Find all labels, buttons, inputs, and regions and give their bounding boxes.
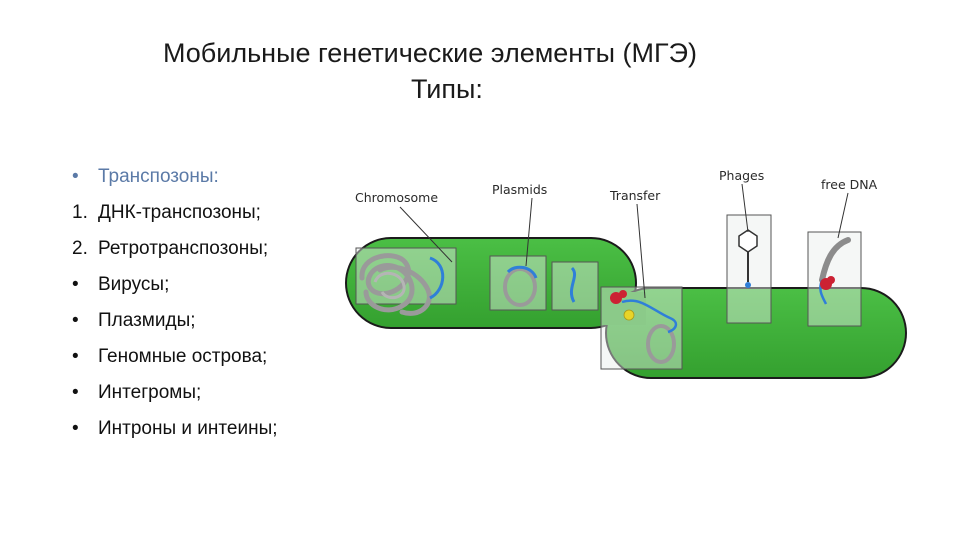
phage: [738, 229, 758, 288]
leader-lines: [399, 183, 849, 299]
list-item: • Интегромы;: [72, 382, 201, 404]
list-item-text: Интроны и интеины;: [98, 418, 278, 439]
phages-label: Phages: [719, 168, 764, 183]
phages-leader: [741, 183, 749, 233]
plasmid-panel-2: [551, 261, 599, 311]
free-dna-leader: [837, 192, 849, 239]
uptake-protein-2: [827, 276, 835, 284]
donor-cell: [345, 237, 637, 329]
list-marker: •: [72, 382, 79, 403]
list-marker: •: [72, 418, 79, 439]
slide-title: Мобильные генетические элементы (МГЭ): [163, 38, 697, 68]
chromosome-leader: [399, 206, 453, 263]
chromosome-label: Chromosome: [355, 190, 438, 205]
list-item-text: Плазмиды;: [98, 310, 196, 331]
uptake-protein: [820, 278, 832, 290]
chromosome-strand: [359, 253, 432, 316]
transfer-label: Transfer: [609, 188, 661, 203]
chromosome-dna: [359, 253, 445, 316]
free-dna-label: free DNA: [821, 177, 878, 192]
relaxase-protein: [610, 292, 622, 304]
transferred-plasmid: [646, 324, 676, 364]
bacterial-cells: [345, 237, 907, 379]
list-item-text: Интегромы;: [98, 382, 202, 403]
free-transposon: [569, 266, 577, 303]
phage-head-icon: [738, 229, 758, 253]
plasmids: [503, 265, 577, 307]
list-item-text: Ретротранспозоны;: [98, 238, 269, 259]
plasmids-leader: [525, 197, 533, 267]
phage-panel: [726, 214, 772, 324]
list-marker: •: [72, 346, 79, 367]
list-item-text: ДНК-транспозоны;: [98, 202, 261, 223]
free-dna: [819, 237, 851, 305]
plasmids-label: Plasmids: [492, 182, 547, 197]
slide-subtitle: Типы:: [411, 74, 483, 104]
phage-base: [745, 282, 751, 288]
transposon-segment: [429, 256, 445, 300]
chromosome-strand-inner: [373, 271, 406, 300]
list-marker: 1.: [72, 202, 88, 223]
list-item-text: Вирусы;: [98, 274, 170, 295]
list-item: 2. Ретротранспозоны;: [72, 238, 268, 260]
free-dna-insert: [819, 279, 828, 305]
list-marker: •: [72, 310, 79, 331]
conjugation-bridge: [602, 292, 646, 325]
coupling-protein: [623, 309, 635, 321]
chromosome-panel: [355, 247, 457, 305]
plasmid-panel-1: [489, 255, 547, 311]
list-item: • Транспозоны:: [72, 166, 219, 188]
list-item: • Плазмиды;: [72, 310, 196, 332]
plasmid-insert: [506, 265, 538, 279]
list-item-text: Геномные острова;: [98, 346, 268, 367]
diagram-labels: Chromosome Plasmids Transfer Phages free…: [355, 168, 878, 205]
transfer-panel: [600, 286, 683, 370]
list-item: 1. ДНК-транспозоны;: [72, 202, 261, 224]
plasmid-ring: [503, 267, 537, 307]
free-dna-panel: [807, 231, 862, 327]
free-dna-strand: [819, 237, 851, 283]
transfer-leader: [636, 203, 646, 299]
transfer-strand: [621, 299, 678, 334]
relaxase-protein-2: [619, 290, 627, 298]
panels: [355, 214, 862, 370]
list-item: • Интроны и интеины;: [72, 418, 278, 440]
list-marker: 2.: [72, 238, 88, 259]
list-item: • Вирусы;: [72, 274, 169, 296]
transfer-dna: [610, 290, 678, 364]
recipient-cell: [605, 287, 907, 379]
list-marker: •: [72, 274, 79, 295]
list-marker: •: [72, 166, 79, 187]
list-item-text: Транспозоны:: [98, 166, 219, 187]
list-item: • Геномные острова;: [72, 346, 267, 368]
